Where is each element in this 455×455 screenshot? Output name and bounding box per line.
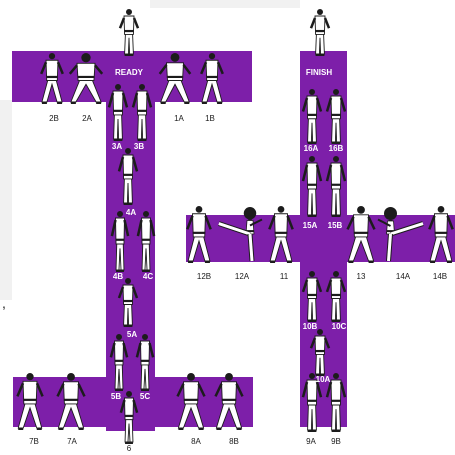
- figure-1b: [200, 52, 224, 104]
- figure-12a: [214, 205, 262, 263]
- figure-8a: [176, 372, 206, 430]
- figure-10-mid: [310, 328, 330, 376]
- step-label-10a: 10A: [316, 376, 331, 384]
- figure-4c: [118, 277, 138, 327]
- step-label-2a: 2A: [82, 115, 92, 123]
- figure-15b: [326, 155, 346, 217]
- step-label-13: 13: [357, 273, 366, 281]
- step-label-12b: 12B: [197, 273, 211, 281]
- figure-7a: [56, 372, 86, 430]
- step-label-5b: 5B: [111, 393, 121, 401]
- figure-2b: [40, 52, 64, 104]
- step-label-14b: 14B: [433, 273, 447, 281]
- step-label-9b: 9B: [331, 438, 341, 446]
- background-shade-left: [0, 100, 12, 300]
- step-label-5c: 5C: [140, 393, 150, 401]
- step-label-10b: 10B: [303, 323, 318, 331]
- step-label-15b: 15B: [328, 222, 343, 230]
- figure-7b: [16, 372, 44, 430]
- step-label-5a: 5A: [127, 331, 137, 339]
- step-label-1b: 1B: [205, 115, 215, 123]
- figure-14a: [378, 205, 428, 263]
- figure-3a-left: [108, 83, 128, 141]
- step-label-4c: 4C: [143, 273, 153, 281]
- step-label-15a: 15A: [303, 222, 318, 230]
- step-label-14a: 14A: [396, 273, 410, 281]
- step-label-3a: 3A: [112, 143, 122, 151]
- figure-11: [268, 205, 294, 263]
- step-label-12a: 12A: [235, 273, 249, 281]
- figure-12b: [186, 205, 212, 263]
- ready-heading: READY: [115, 69, 143, 77]
- figure-16b: [326, 88, 346, 144]
- figure-14b: [428, 205, 454, 263]
- finish-heading: FINISH: [306, 69, 332, 77]
- figure-6: [120, 390, 138, 444]
- step-label-7a: 7A: [67, 438, 77, 446]
- figure-13: [346, 205, 376, 263]
- step-label-6: 6: [127, 445, 131, 453]
- background-shade-top: [150, 0, 300, 8]
- figure-4a: [111, 210, 129, 272]
- figure-3b-left: [132, 83, 152, 141]
- step-label-9a: 9A: [306, 438, 316, 446]
- step-label-7b: 7B: [29, 438, 39, 446]
- figure-10c: [326, 270, 346, 322]
- figure-15a: [302, 155, 322, 217]
- step-label-16b: 16B: [329, 145, 344, 153]
- figure-finish: [310, 8, 330, 56]
- figure-5c: [136, 333, 154, 391]
- figure-16a: [302, 88, 322, 144]
- step-label-4a: 4A: [126, 209, 136, 217]
- figure-5a: [110, 333, 128, 391]
- step-label-8a: 8A: [191, 438, 201, 446]
- step-label-3b: 3B: [134, 143, 144, 151]
- figure-4a-2: [137, 210, 155, 272]
- step-label-1a: 1A: [174, 115, 184, 123]
- figure-1a: [158, 52, 192, 104]
- stray-mark: ,: [2, 295, 6, 311]
- figure-3-kick: [118, 147, 138, 205]
- step-label-2b: 2B: [49, 115, 59, 123]
- figure-ready: [119, 8, 139, 56]
- step-label-16a: 16A: [304, 145, 319, 153]
- step-label-10c: 10C: [332, 323, 347, 331]
- step-label-4b: 4B: [113, 273, 123, 281]
- figure-8b: [214, 372, 244, 430]
- figure-2a: [68, 52, 104, 104]
- step-label-8b: 8B: [229, 438, 239, 446]
- step-label-11: 11: [280, 273, 288, 281]
- figure-10b: [302, 270, 322, 322]
